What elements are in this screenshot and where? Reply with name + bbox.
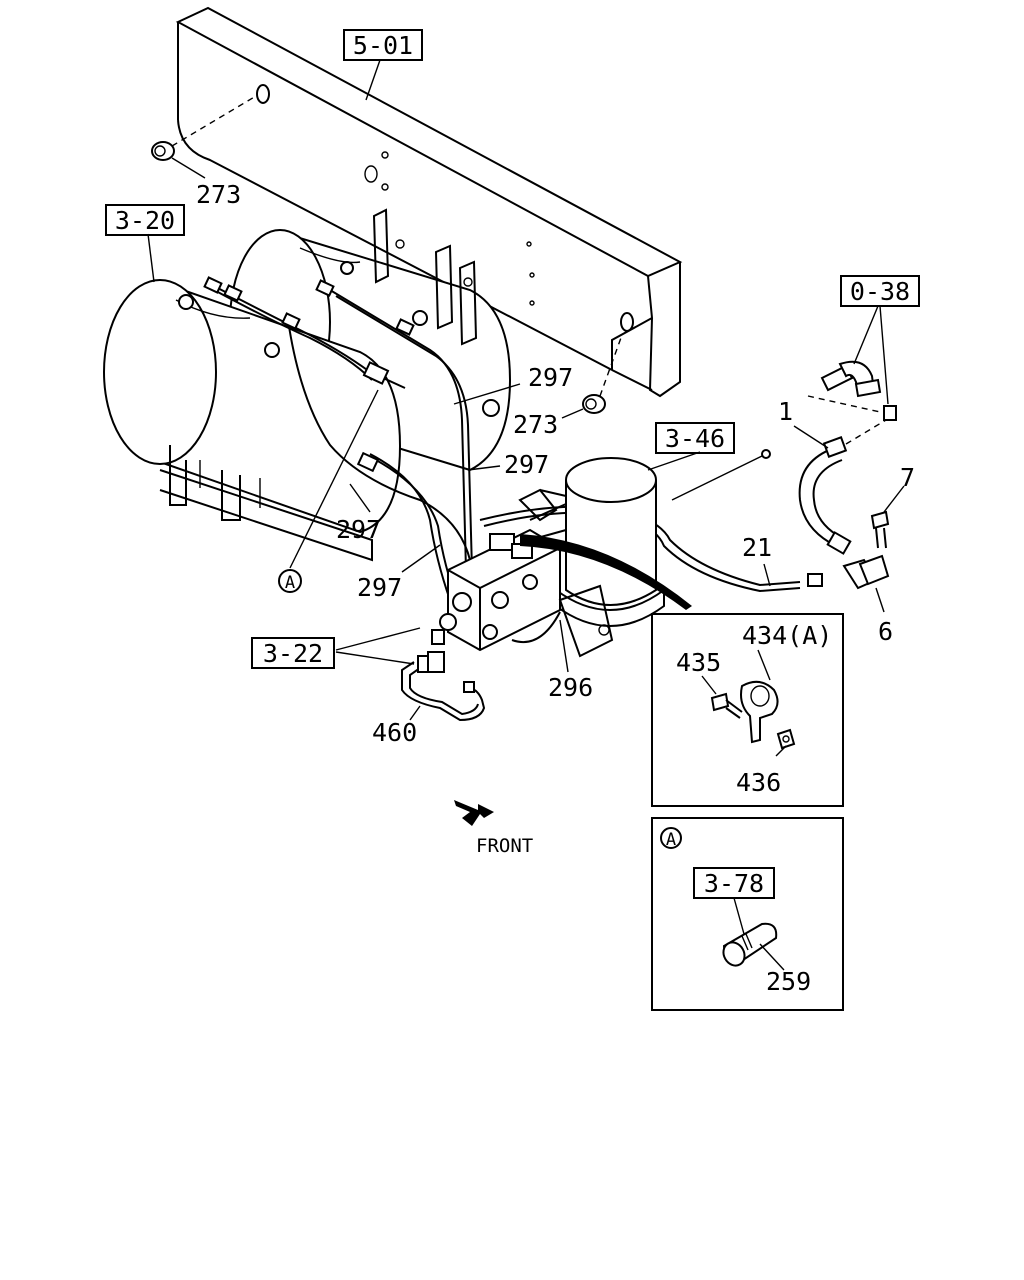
ref-box-0-38: 0-38 — [840, 275, 920, 307]
air-tank-front — [103, 279, 402, 562]
leader-lines — [147, 59, 905, 721]
ref-box-3-22: 3-22 — [251, 637, 335, 669]
tee-6 — [807, 554, 890, 590]
part-435: 435 — [676, 648, 721, 677]
part-273-mid: 273 — [513, 410, 558, 439]
part-numbers: 273 273 297 297 297 297 296 460 1 7 6 21… — [196, 180, 915, 996]
inset-clamp-434 — [651, 613, 844, 807]
curved-hose — [520, 534, 692, 610]
part-297-d: 297 — [357, 573, 402, 602]
ref-box-3-78: 3-78 — [693, 867, 775, 899]
ref-box-3-20: 3-20 — [105, 204, 185, 236]
hose-1 — [798, 419, 887, 555]
ref-3-20-label: 3-20 — [115, 206, 175, 235]
ref-box-3-46: 3-46 — [655, 422, 735, 454]
part-436: 436 — [736, 768, 781, 797]
part-297-b: 297 — [504, 450, 549, 479]
part-7: 7 — [900, 463, 915, 492]
frame-rail — [175, 6, 683, 398]
part-297-a: 297 — [528, 363, 573, 392]
part-21: 21 — [742, 533, 772, 562]
relay-valve-block — [439, 488, 614, 658]
marker-a-main: A — [278, 569, 302, 593]
front-label: FRONT — [476, 835, 533, 857]
ref-3-22-label: 3-22 — [263, 639, 323, 668]
ref-3-46-label: 3-46 — [665, 424, 725, 453]
inset-connector-259 — [651, 817, 844, 1011]
ref-5-01-label: 5-01 — [353, 31, 413, 60]
bolt-7 — [870, 510, 890, 549]
pipe-460 — [401, 629, 486, 722]
grommet-273-mid — [561, 334, 623, 419]
part-6: 6 — [878, 617, 893, 646]
ref-0-38-label: 0-38 — [850, 277, 910, 306]
ref-3-78-label: 3-78 — [704, 869, 764, 898]
part-273-top: 273 — [196, 180, 241, 209]
pipe-fittings — [203, 276, 415, 473]
marker-a-main-label: A — [285, 573, 295, 593]
part-296: 296 — [548, 673, 593, 702]
grommet-273-top — [151, 95, 257, 179]
part-460: 460 — [372, 718, 417, 747]
front-arrow — [454, 800, 494, 826]
elbow-0-38 — [807, 360, 897, 421]
marker-a-inset-label: A — [666, 830, 676, 850]
ref-box-5-01: 5-01 — [343, 29, 423, 61]
part-297-c: 297 — [336, 515, 381, 544]
part-259: 259 — [766, 967, 811, 996]
part-434: 434(A) — [742, 621, 832, 650]
part-1: 1 — [778, 397, 793, 426]
tank-brackets — [372, 208, 478, 346]
